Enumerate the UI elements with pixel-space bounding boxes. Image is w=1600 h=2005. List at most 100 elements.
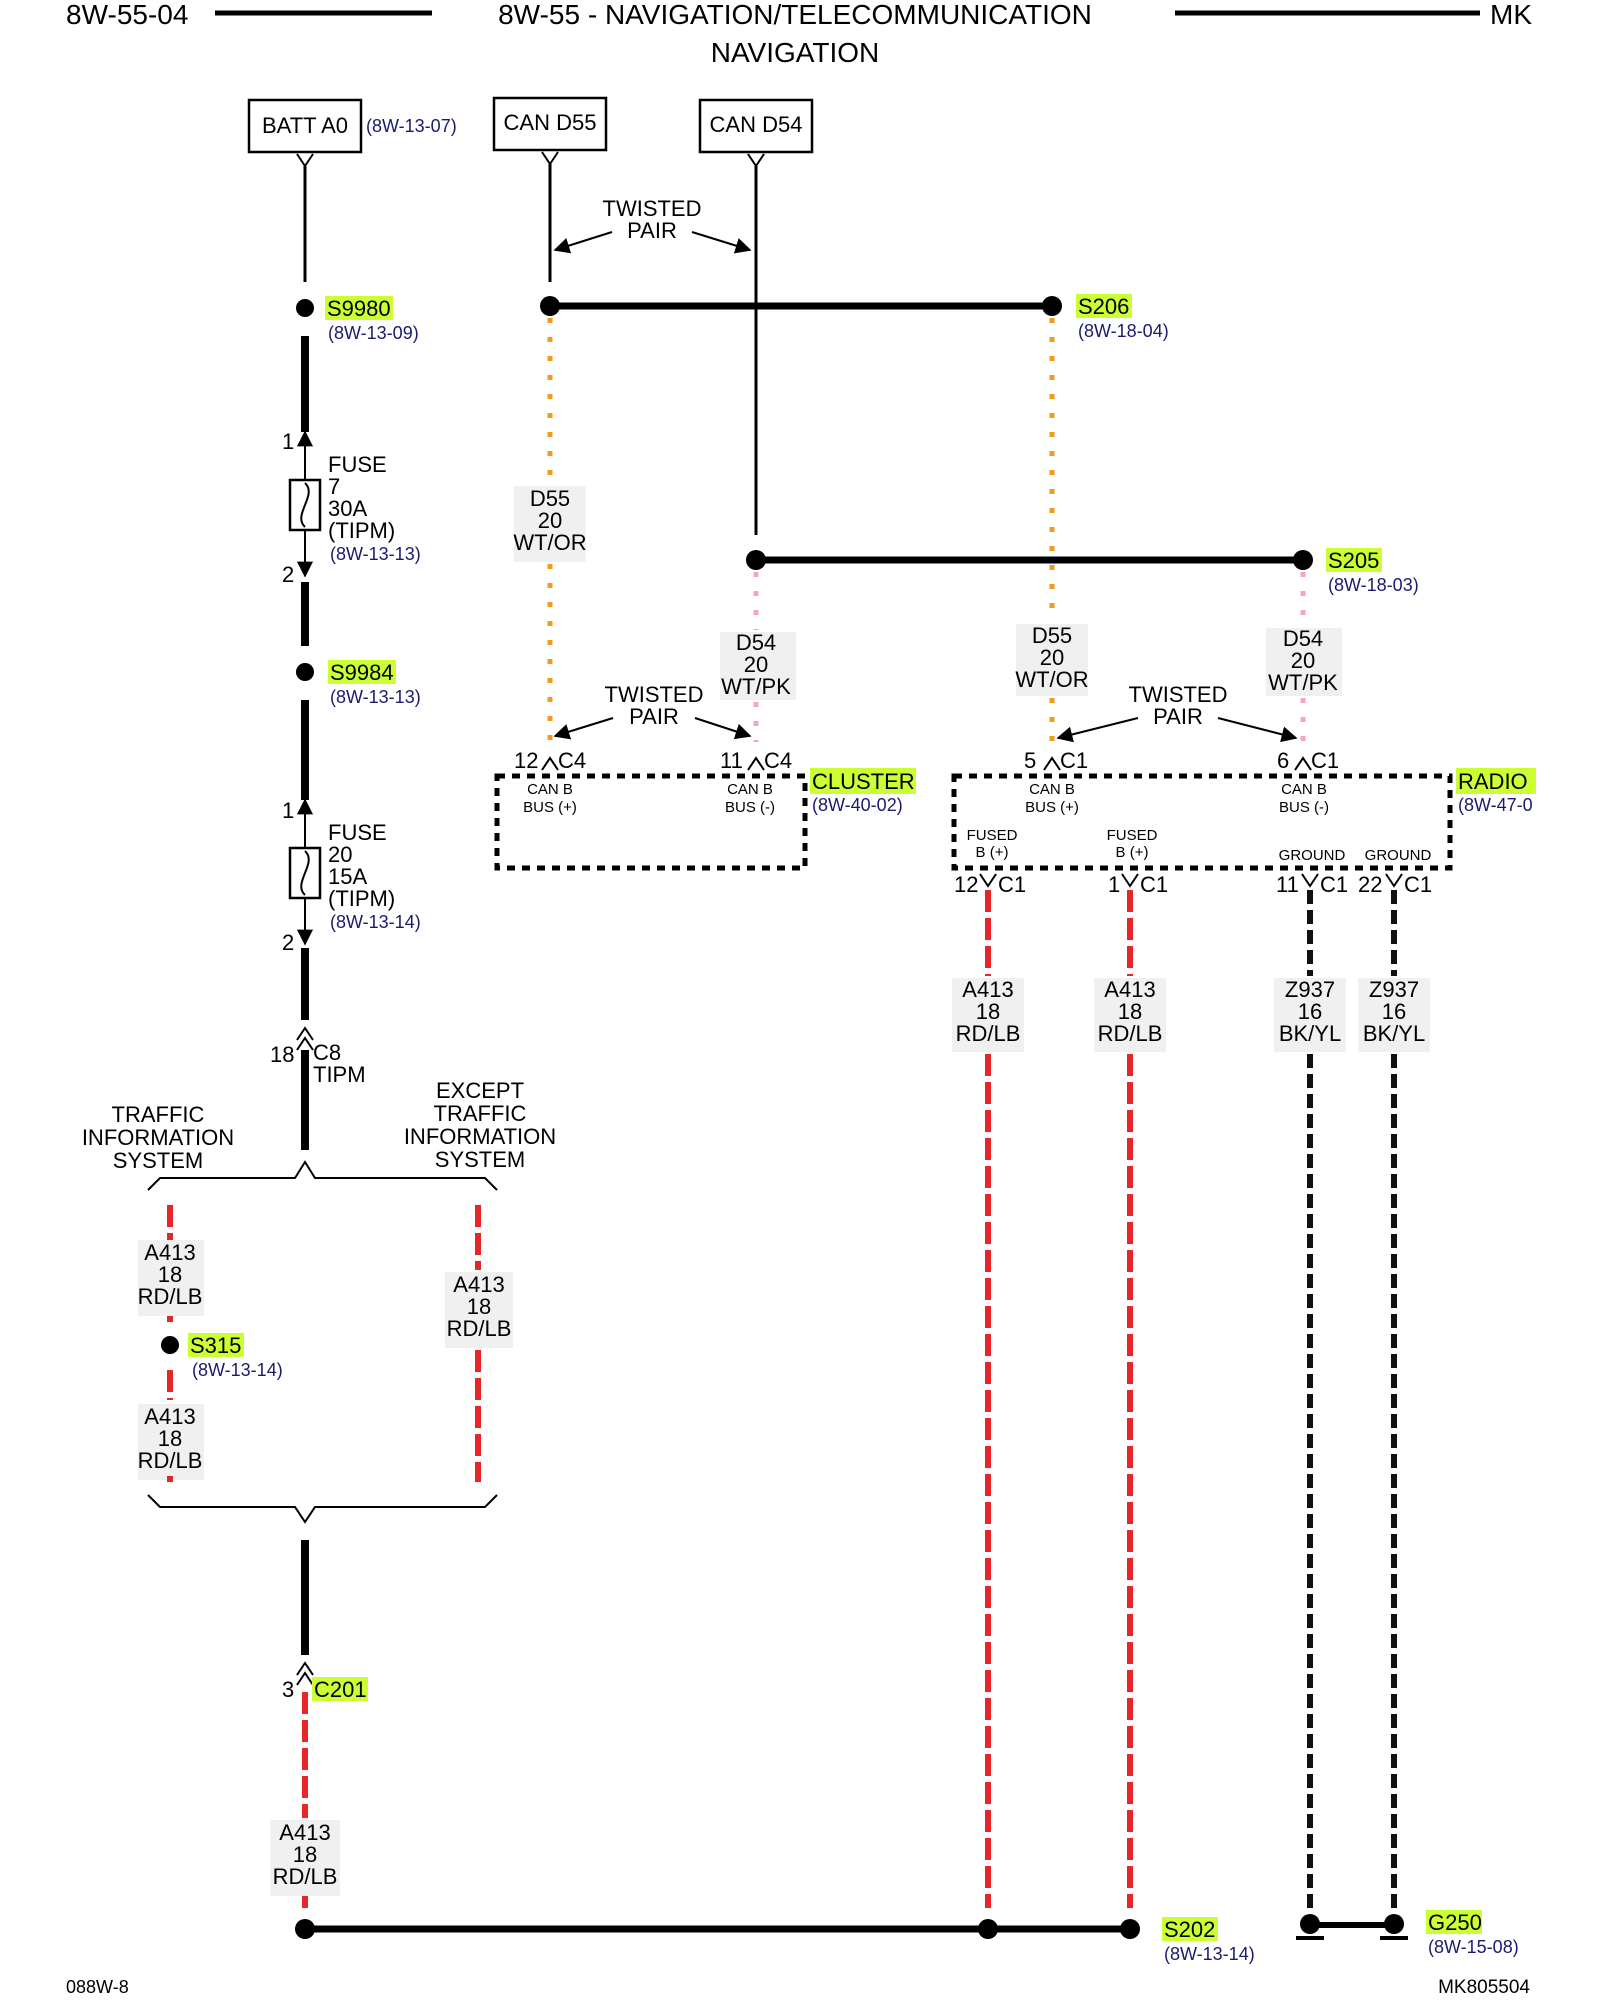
branch-brace [147,1160,498,1191]
pin-function: BUS (-) [725,799,775,816]
wire-circuit: A413 [144,1240,195,1265]
connector-id: C1 [1320,872,1348,897]
ref-label: (8W-13-09) [328,323,419,343]
source-label: CAN D55 [504,110,597,135]
wire-color: RD/LB [1098,1021,1163,1046]
branch-label: TRAFFIC [434,1101,527,1126]
pin-function: BUS (+) [1025,799,1079,816]
twisted-pair-label: PAIR [627,218,677,243]
pin-function: B (+) [1116,844,1149,861]
wire-color: BK/YL [1279,1021,1341,1046]
twisted-pair-label: TWISTED [603,196,702,221]
ref-label: (8W-13-13) [330,544,421,564]
wire-color: WT/OR [513,530,586,555]
connector-id: C1 [998,872,1026,897]
figure-code: 088W-8 [66,1977,129,1997]
fuse-label: FUSE [328,820,387,845]
source-can-d54: CAN D54 [698,98,814,168]
wire-circuit: A413 [144,1404,195,1429]
wire-color: BK/YL [1363,1021,1425,1046]
ref-label: (8W-13-13) [330,687,421,707]
connector-id: C1 [1404,872,1432,897]
connector-id: C1 [1140,872,1168,897]
wire-gauge: 18 [1118,999,1142,1024]
fuse-location: (TIPM) [328,886,395,911]
radio-module: RADIO (8W-47-0 5 C1 CAN B BUS (+) 6 C1 C… [951,748,1536,897]
splice-s315: S315 [190,1333,241,1358]
splice-dot [746,550,766,570]
can-bus-wiring: TWISTED PAIR S206 (8W-18-04) D55 20 WT/O… [513,164,1419,743]
wire-circuit: A413 [453,1272,504,1297]
splice-dot [161,1336,179,1354]
header: 8W-55-04 8W-55 - NAVIGATION/TELECOMMUNIC… [66,0,1532,68]
connector-pin: 11 [1276,872,1299,897]
splice-s9980: S9980 [327,296,391,321]
branch-label: INFORMATION [82,1125,234,1150]
wire-gauge: 18 [467,1294,491,1319]
wire-circuit: A413 [279,1820,330,1845]
wire-circuit: D55 [530,486,570,511]
pin-function: FUSED [1107,827,1158,844]
pin-function: CAN B [527,781,573,798]
connector-pin: 5 [1024,748,1036,773]
wire-gauge: 18 [158,1426,182,1451]
branch-label: TRAFFIC [112,1102,205,1127]
radio-outline [951,773,1453,871]
branch-label: EXCEPT [436,1078,524,1103]
ref-label: (8W-13-14) [1164,1944,1255,1964]
connector-pin: 22 [1358,872,1382,897]
connector-pin: 12 [954,872,978,897]
fuse-label: FUSE [328,452,387,477]
connector-pin: 6 [1277,748,1289,773]
splice-dot [296,299,314,317]
wire-gauge: 16 [1382,999,1406,1024]
figure-id: MK805504 [1438,1977,1530,1998]
pin-function: GROUND [1365,847,1432,864]
splice-s206: S206 [1078,294,1129,319]
wire-circuit: D54 [1283,626,1323,651]
pin-function: B (+) [976,844,1009,861]
fuse-pin: 2 [282,562,294,587]
source-batt-a0: BATT A0 (8W-13-07) [247,98,457,168]
wire-gauge: 20 [1040,645,1064,670]
twisted-pair-label: PAIR [1153,704,1203,729]
splice-dot [1300,1914,1320,1934]
branch-label: SYSTEM [113,1148,203,1173]
wire-circuit: Z937 [1285,977,1335,1002]
model-code: MK [1490,0,1532,30]
pin-function: BUS (-) [1279,799,1329,816]
radio-wires: A413 18 RD/LB A413 18 RD/LB Z937 16 BK/Y… [952,890,1430,1908]
wire-gauge: 20 [538,508,562,533]
pin-function: GROUND [1279,847,1346,864]
pin-function: CAN B [727,781,773,798]
radio-name: RADIO [1458,769,1528,794]
ground-g250: G250 [1428,1910,1482,1935]
wire-gauge: 18 [293,1842,317,1867]
splice-dot [295,1919,315,1939]
source-label: CAN D54 [710,112,803,137]
fuse-rating: 30A [328,496,367,521]
splice-dot [1293,550,1313,570]
wire-color: RD/LB [138,1448,203,1473]
wire-circuit: D55 [1032,623,1072,648]
splice-s205: S205 [1328,548,1379,573]
connector-id: C4 [764,748,792,773]
source-label: BATT A0 [262,113,348,138]
wire-gauge: 20 [744,652,768,677]
twisted-pair-label: TWISTED [1129,682,1228,707]
connector-c201: C201 [314,1677,367,1702]
splice-dot [296,663,314,681]
fuse-symbol [288,478,322,532]
splice-dot [1042,296,1062,316]
splice-dot [978,1919,998,1939]
twisted-pair-label: PAIR [629,704,679,729]
pin-function: FUSED [967,827,1018,844]
source-can-d55: CAN D55 [492,96,608,166]
fuse-pin: 2 [282,930,294,955]
connector-name: TIPM [313,1062,366,1087]
ref-label: (8W-47-0 [1458,795,1533,815]
pin-function: BUS (+) [523,799,577,816]
fuse-number: 7 [328,474,340,499]
